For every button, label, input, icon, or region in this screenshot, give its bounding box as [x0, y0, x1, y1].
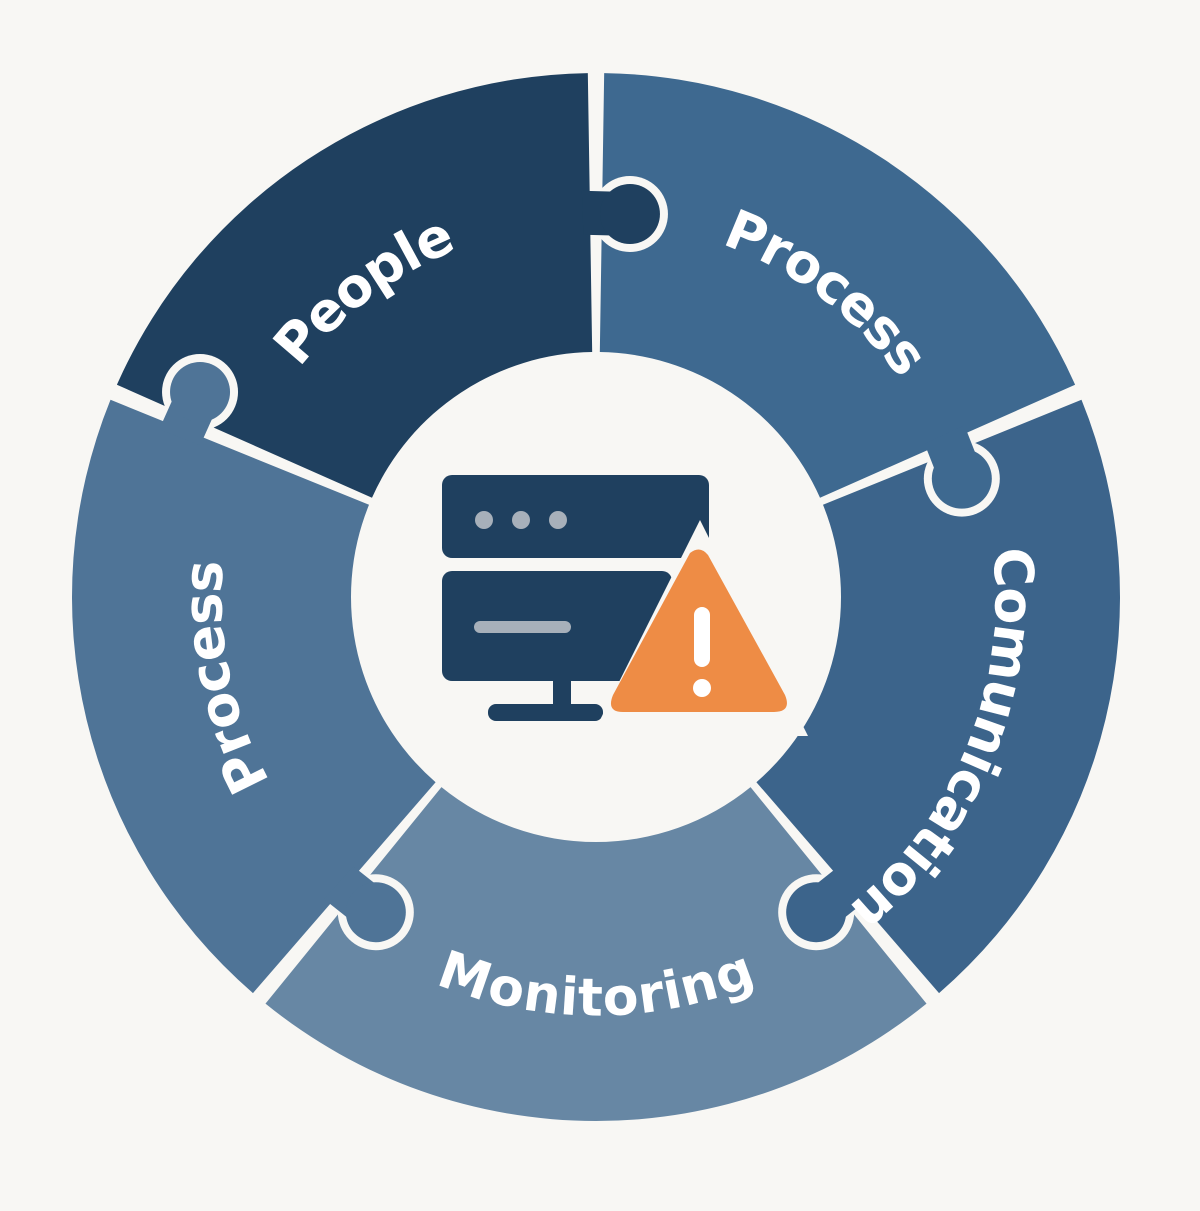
segment-process-left	[71, 399, 436, 994]
server-warning-icon	[442, 475, 808, 736]
puzzle-knob	[599, 184, 660, 245]
warning-exclamation-bar	[694, 607, 710, 667]
segment-communication	[756, 399, 1120, 994]
server-top-unit	[442, 475, 709, 558]
monitor-stand-base	[488, 704, 603, 721]
ring-segments	[71, 73, 1120, 1122]
segment-monitoring	[265, 787, 927, 1122]
puzzle-knob	[931, 448, 992, 509]
server-led-2	[512, 511, 530, 529]
server-drive-bar	[474, 621, 571, 633]
puzzle-knob	[786, 882, 847, 943]
warning-exclamation-dot	[693, 679, 711, 697]
server-led-1	[475, 511, 493, 529]
puzzle-knob	[345, 882, 406, 943]
puzzle-knob	[170, 362, 231, 423]
segment-process-top	[599, 73, 1076, 498]
server-led-3	[549, 511, 567, 529]
